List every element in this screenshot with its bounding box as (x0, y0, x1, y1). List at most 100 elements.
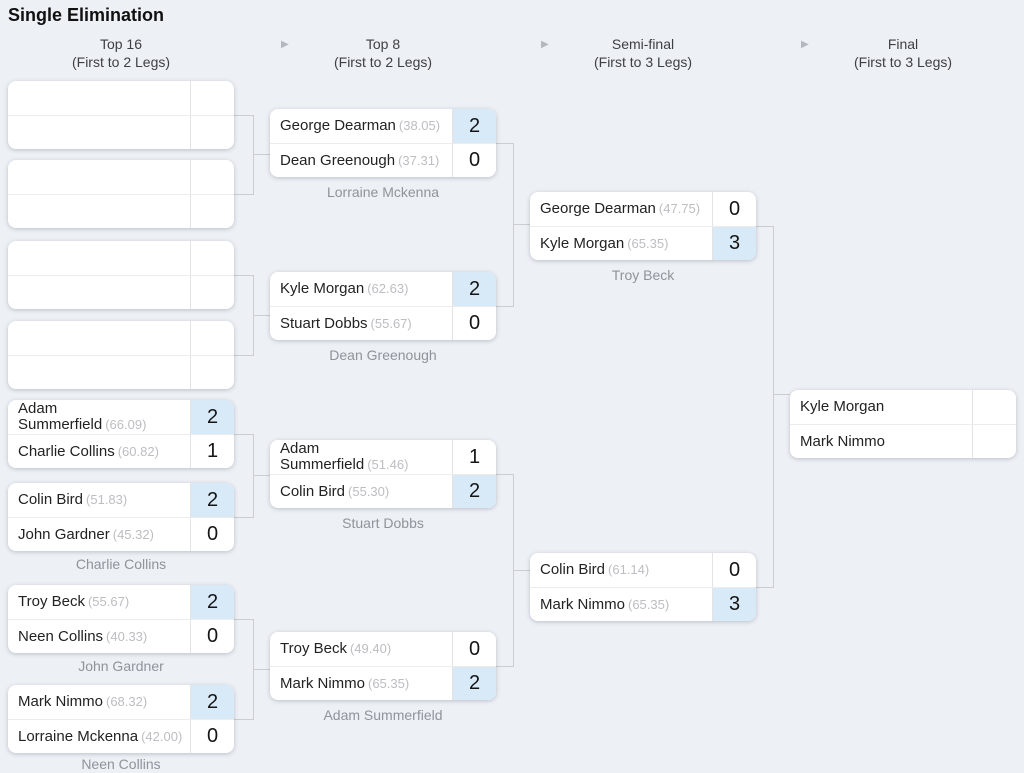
player-score: 0 (712, 192, 756, 226)
player-average: (38.05) (398, 118, 441, 133)
connector-line (513, 143, 514, 307)
connector-line (253, 115, 254, 195)
player-row: Kyle Morgan(65.35) 3 (530, 226, 756, 260)
connector-line (233, 115, 253, 116)
match-top16-7[interactable]: Troy Beck(55.67) 2 Neen Collins(40.33) 0 (8, 585, 234, 653)
player-score (190, 195, 234, 228)
player-score: 2 (452, 109, 496, 143)
match-top16-1[interactable] (8, 81, 234, 149)
player-score: 1 (190, 435, 234, 468)
connector-line (233, 355, 253, 356)
round-sublabel: (First to 3 Legs) (593, 53, 693, 70)
match-top16-4[interactable] (8, 321, 234, 389)
player-row (8, 275, 234, 309)
player-score: 2 (190, 400, 234, 434)
player-average: (62.63) (367, 281, 409, 296)
player-score: 0 (452, 307, 496, 340)
round-header-semifinal: Semi-final (First to 3 Legs) (530, 36, 756, 71)
match-semifinal-1[interactable]: George Dearman(47.75) 0 Kyle Morgan(65.3… (530, 192, 756, 260)
player-row: Adam Summerfield(51.46) 1 (270, 440, 496, 474)
match-top16-5[interactable]: Adam Summerfield(66.09) 2 Charlie Collin… (8, 400, 234, 468)
connector-line (233, 619, 253, 620)
match-top8-2[interactable]: Kyle Morgan(62.63) 2 Stuart Dobbs(55.67)… (270, 272, 496, 340)
player-score: 0 (190, 620, 234, 653)
connector-line (495, 143, 513, 144)
player-score (190, 321, 234, 355)
player-row: Colin Bird(55.30) 2 (270, 474, 496, 508)
player-name: Dean Greenough (280, 151, 396, 169)
player-row: Dean Greenough(37.31) 0 (270, 143, 496, 177)
round-sublabel: (First to 2 Legs) (333, 53, 433, 70)
match-semifinal-2[interactable]: Colin Bird(61.14) 0 Mark Nimmo(65.35) 3 (530, 553, 756, 621)
player-average: (55.67) (370, 315, 412, 331)
player-average: (47.75) (658, 201, 701, 216)
match-top8-4[interactable]: Troy Beck(49.40) 0 Mark Nimmo(65.35) 2 (270, 632, 496, 700)
connector-line (773, 394, 790, 395)
player-average: (60.82) (117, 443, 159, 459)
player-name: John Gardner (18, 525, 110, 543)
player-row: Kyle Morgan(62.63) 2 (270, 272, 496, 306)
player-name: Lorraine Mckenna (18, 727, 139, 745)
player-average: (55.30) (348, 483, 390, 499)
player-average: (45.32) (112, 526, 154, 542)
player-score: 2 (190, 483, 234, 517)
round-header-top16: Top 16 (First to 2 Legs) (8, 36, 234, 71)
player-score (972, 390, 1016, 424)
connector-line (773, 226, 774, 588)
connector-line (513, 224, 530, 225)
match-marker: Stuart Dobbs (342, 515, 424, 531)
match-marker: Charlie Collins (75, 556, 167, 572)
player-name: Charlie Collins (18, 442, 115, 460)
match-marker: John Gardner (78, 658, 164, 674)
player-row: Colin Bird(61.14) 0 (530, 553, 756, 587)
player-name: Troy Beck (18, 593, 85, 610)
connector-line (253, 434, 254, 518)
player-score: 0 (190, 720, 234, 753)
player-score (190, 160, 234, 194)
player-row: Mark Nimmo(68.32) 2 (8, 685, 234, 719)
connector-line (233, 194, 253, 195)
player-score (190, 356, 234, 389)
match-top8-1[interactable]: George Dearman(38.05) 2 Dean Greenough(3… (270, 109, 496, 177)
player-row (8, 115, 234, 149)
connector-line (755, 587, 773, 588)
player-row: Stuart Dobbs(55.67) 0 (270, 306, 496, 340)
match-top16-6[interactable]: Colin Bird(51.83) 2 John Gardner(45.32) … (8, 483, 234, 551)
arrow-right-icon: ▶ (281, 39, 289, 50)
arrow-right-icon: ▶ (541, 39, 549, 50)
connector-line (513, 570, 530, 571)
player-row: George Dearman(38.05) 2 (270, 109, 496, 143)
player-row: George Dearman(47.75) 0 (530, 192, 756, 226)
player-name: Adam Summerfield (280, 440, 365, 473)
player-row: Mark Nimmo (790, 424, 1016, 458)
arrow-right-icon: ▶ (801, 39, 809, 50)
player-row: Adam Summerfield(66.09) 2 (8, 400, 234, 434)
match-marker: Lorraine Mckenna (326, 184, 440, 200)
match-marker: Neen Collins (81, 756, 161, 772)
match-final[interactable]: Kyle Morgan Mark Nimmo (790, 390, 1016, 458)
connector-line (755, 226, 773, 227)
match-marker: Dean Greenough (329, 347, 437, 363)
match-top16-8[interactable]: Mark Nimmo(68.32) 2 Lorraine Mckenna(42.… (8, 685, 234, 753)
connector-line (233, 517, 253, 518)
player-row: Neen Collins(40.33) 0 (8, 619, 234, 653)
player-average: (61.14) (608, 562, 650, 577)
player-row: Troy Beck(49.40) 0 (270, 632, 496, 666)
player-name: Mark Nimmo (800, 432, 885, 450)
match-marker: Adam Summerfield (323, 707, 443, 723)
player-score (190, 116, 234, 149)
player-average: (51.83) (86, 492, 128, 507)
connector-line (253, 315, 270, 316)
player-row: Colin Bird(51.83) 2 (8, 483, 234, 517)
player-name: Troy Beck (280, 640, 347, 657)
player-row: Mark Nimmo(65.35) 2 (270, 666, 496, 700)
match-top16-3[interactable] (8, 241, 234, 309)
player-score: 2 (190, 685, 234, 719)
round-label: Semi-final (611, 36, 675, 52)
player-average: (68.32) (106, 694, 148, 709)
match-top8-3[interactable]: Adam Summerfield(51.46) 1 Colin Bird(55.… (270, 440, 496, 508)
player-average: (55.67) (87, 594, 130, 609)
player-score: 3 (712, 588, 756, 621)
match-top16-2[interactable] (8, 160, 234, 228)
